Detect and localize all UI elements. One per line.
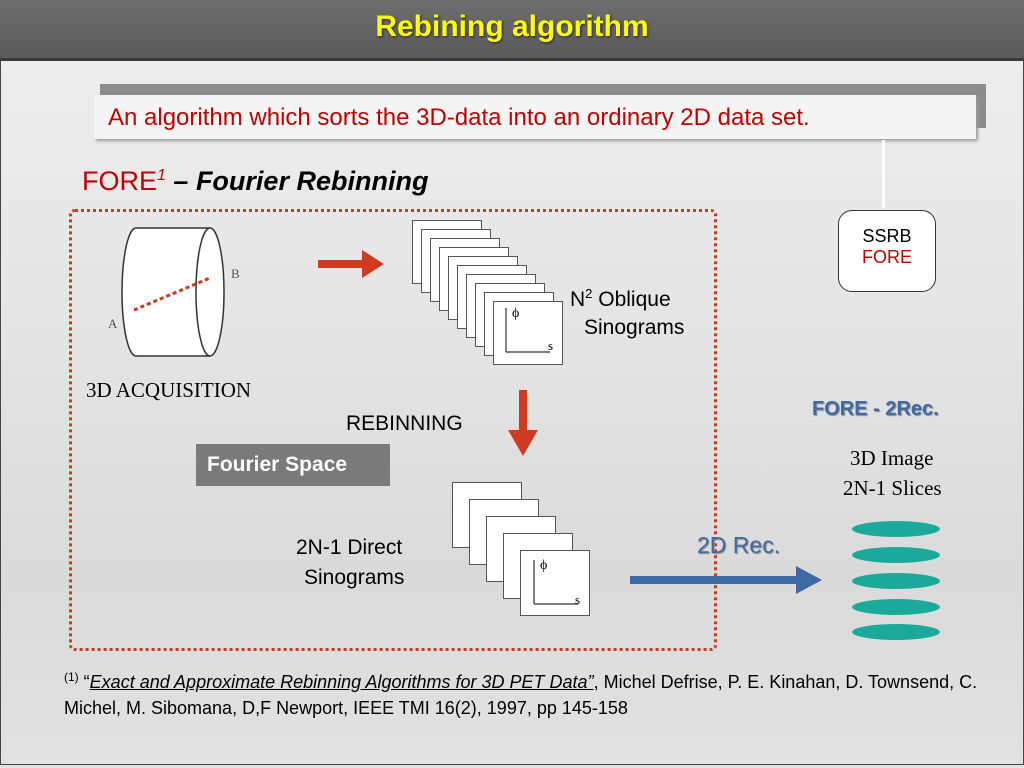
oblique-label-line2: Sinograms [584, 316, 685, 339]
oblique-n: N [570, 288, 586, 311]
ssrb-fore-box: SSRB FORE [838, 210, 936, 292]
footnote-quote-open: “ [78, 672, 90, 692]
subtitle-box: An algorithm which sorts the 3D-data int… [94, 95, 976, 139]
footnote: (1) “Exact and Approximate Rebinning Alg… [64, 664, 984, 721]
fore-heading-sup: 1 [157, 167, 166, 184]
s-label-bottom: s [575, 592, 581, 607]
slide-title: Rebining algorithm [375, 10, 649, 43]
subtitle-text: An algorithm which sorts the 3D-data int… [108, 104, 810, 131]
slices-icon [852, 521, 940, 640]
fourier-space-box: Fourier Space [196, 444, 390, 486]
oblique-label-line1: N2 Oblique [570, 286, 671, 312]
footnote-ref: (1) [64, 670, 79, 684]
direct-label-line2: Sinograms [304, 566, 405, 589]
acquisition-label: 3D ACQUISITION [86, 378, 252, 402]
fourier-space-label: Fourier Space [207, 453, 348, 476]
direct-label-line1: 2N-1 Direct [296, 536, 403, 559]
fore-process-box [69, 209, 717, 651]
image-label-line2: 2N-1 Slices [843, 476, 942, 500]
s-label-top: s [548, 338, 554, 353]
oblique-sup: 2 [585, 286, 593, 301]
phi-label-top: ϕ [512, 306, 520, 321]
sinogram-axes-icon [505, 308, 550, 353]
arrow-down-icon [508, 390, 538, 456]
label-a: A [108, 316, 118, 331]
ssrb-label: SSRB [862, 226, 912, 246]
footnote-title: Exact and Approximate Rebinning Algorith… [89, 672, 594, 692]
sinogram-sheet [520, 550, 590, 616]
rec-2d-label: 2D Rec. [697, 532, 781, 558]
title-bar [0, 0, 1024, 61]
direct-sinogram-axes-icon [533, 560, 578, 605]
sinogram-sheet [493, 301, 563, 365]
rebinning-label: REBINNING [346, 412, 463, 435]
vertical-divider [882, 140, 885, 208]
cylinder-icon [121, 227, 225, 357]
label-b: B [231, 266, 240, 281]
fore-heading-rest: – Fourier Rebinning [165, 166, 429, 196]
fore-heading-word: FORE [82, 166, 158, 196]
fore-2rec-label: FORE - 2Rec. [812, 398, 939, 420]
image-label-line1: 3D Image [850, 446, 934, 470]
oblique-word: Oblique [592, 288, 671, 311]
footnote-rest: , Michel Defrise, P. E. Kinahan, D. Town… [64, 672, 978, 718]
fore-heading: FORE1 – Fourier Rebinning [82, 166, 428, 197]
fore-label: FORE [861, 247, 912, 267]
arrow-2d-rec-icon [630, 566, 822, 594]
phi-label-bottom: ϕ [540, 558, 548, 573]
arrow-right-icon [318, 250, 384, 278]
